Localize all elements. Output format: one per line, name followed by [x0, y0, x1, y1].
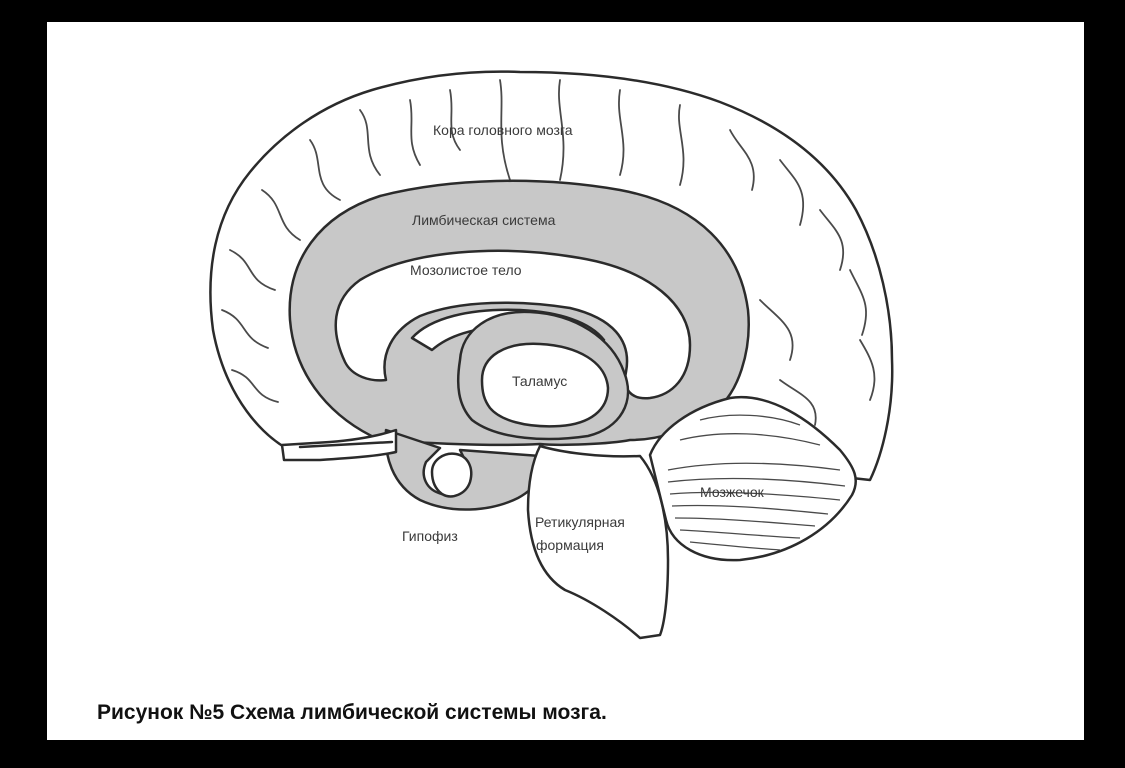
limbic-system-label: Лимбическая система	[412, 212, 556, 228]
pituitary-label: Гипофиз	[402, 528, 458, 544]
pituitary-knob	[430, 452, 473, 498]
cortex-label: Кора головного мозга	[433, 122, 573, 138]
reticular-formation-label-2: формация	[536, 537, 604, 553]
thalamus-label: Таламус	[512, 373, 567, 389]
corpus-callosum-label: Мозолистое тело	[410, 262, 522, 278]
corpus-callosum	[334, 249, 692, 400]
figure-caption: Рисунок №5 Схема лимбической системы моз…	[97, 701, 607, 724]
reticular-formation-label-1: Ретикулярная	[535, 514, 625, 530]
cerebellum-label: Мозжечок	[700, 484, 765, 500]
brainstem	[526, 444, 670, 640]
thalamus	[480, 342, 610, 428]
